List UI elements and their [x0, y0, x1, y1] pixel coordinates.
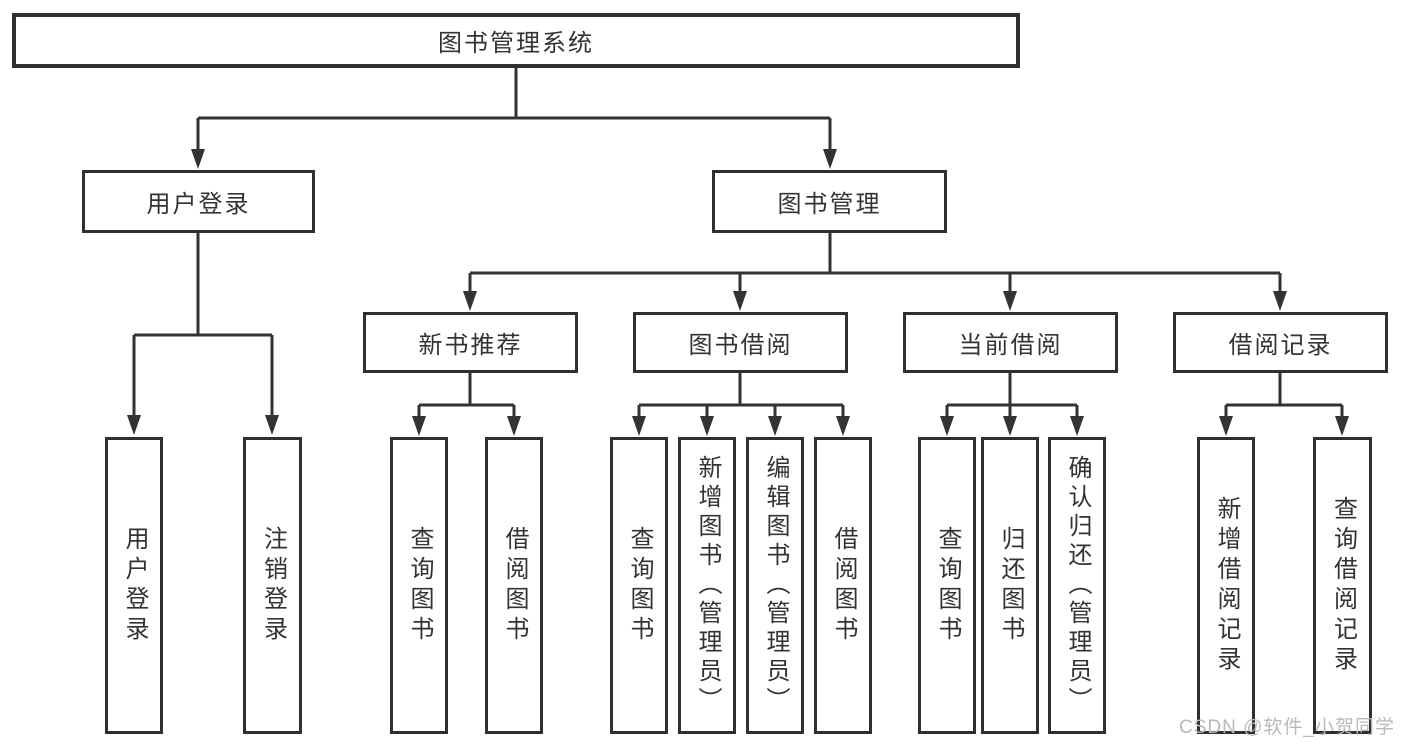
- connector-user-login-to-leaves: [127, 231, 279, 435]
- leaf-borrow-books: 借阅图书: [814, 437, 872, 734]
- node-library-management-system: 图书管理系统: [12, 13, 1020, 68]
- leaf-add-books-admin: 新增图书（管理员）: [678, 437, 736, 734]
- connector-book-management-to-level3: [463, 231, 1287, 311]
- connector-borrow-records-to-leaves: [1219, 371, 1349, 436]
- leaf-user-login: 用户登录: [105, 437, 163, 734]
- node-new-book-recommend: 新书推荐: [363, 312, 578, 373]
- connector-root-to-level2: [191, 66, 837, 169]
- leaf-confirm-return-admin: 确认归还（管理员）: [1048, 437, 1106, 734]
- leaf-borrow-books-recommend: 借阅图书: [485, 437, 543, 734]
- leaf-logout: 注销登录: [243, 437, 302, 734]
- connector-new-book-to-leaves: [412, 371, 521, 436]
- leaf-query-books-current: 查询图书: [918, 437, 976, 734]
- node-book-borrow: 图书借阅: [633, 312, 848, 373]
- node-book-management: 图书管理: [712, 170, 947, 233]
- connector-book-borrow-to-leaves: [632, 371, 850, 436]
- leaf-edit-books-admin: 编辑图书（管理员）: [746, 437, 804, 734]
- leaf-query-books-recommend: 查询图书: [390, 437, 448, 734]
- node-user-login: 用户登录: [82, 170, 315, 233]
- leaf-query-borrow-record: 查询借阅记录: [1313, 437, 1372, 734]
- leaf-query-books-borrow: 查询图书: [610, 437, 668, 734]
- node-current-borrow: 当前借阅: [903, 312, 1118, 373]
- node-borrow-records: 借阅记录: [1173, 312, 1388, 373]
- leaf-add-borrow-record: 新增借阅记录: [1197, 437, 1255, 734]
- csdn-watermark: CSDN @软件_小贺同学: [1179, 717, 1395, 738]
- connector-current-borrow-to-leaves: [940, 371, 1084, 436]
- leaf-return-books: 归还图书: [981, 437, 1039, 734]
